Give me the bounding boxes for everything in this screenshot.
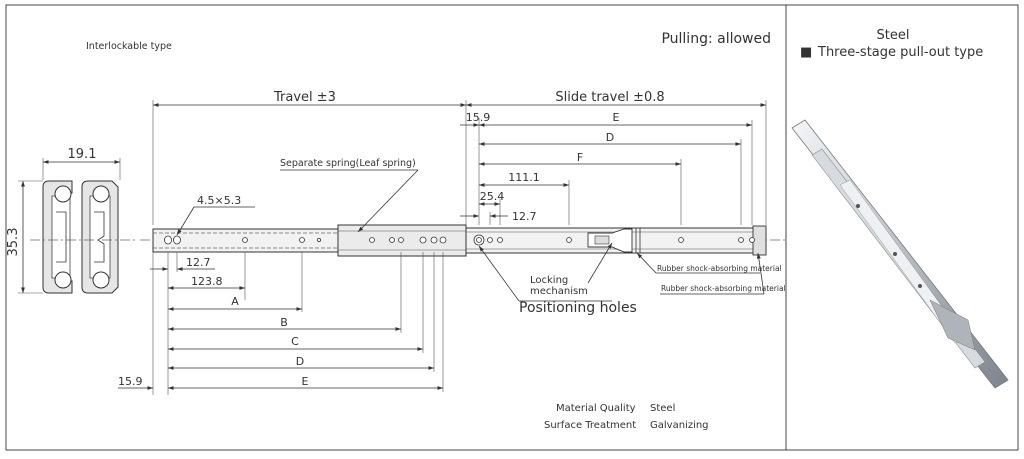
callout-separate-spring: Separate spring(Leaf spring) bbox=[280, 158, 416, 169]
callout-positioning-holes: Positioning holes bbox=[519, 300, 637, 316]
rail-side-view bbox=[140, 224, 785, 257]
dim-15-9-top: 15.9 bbox=[466, 111, 491, 124]
dim-D-bottom: D bbox=[296, 355, 304, 368]
dim-E-top: E bbox=[613, 111, 620, 124]
dim-E-bottom: E bbox=[302, 375, 309, 388]
spec-surface-label: Surface Treatment bbox=[544, 420, 636, 431]
dim-25-4: 25.4 bbox=[480, 190, 505, 203]
dim-123-8: 123.8 bbox=[191, 275, 223, 288]
cross-section: 19.1 35.3 bbox=[6, 147, 135, 294]
dim-D-top: D bbox=[606, 131, 614, 144]
type-square-icon: ■ bbox=[800, 45, 812, 60]
top-dimensions: Travel ±3 Slide travel ±0.8 15.9 E D F 1… bbox=[152, 90, 767, 236]
dim-15-9-bottom: 15.9 bbox=[118, 375, 143, 388]
dim-C: C bbox=[291, 335, 299, 348]
dim-12-7-right: 12.7 bbox=[512, 210, 537, 223]
callout-locking-2: mechanism bbox=[530, 286, 588, 297]
dim-35-3: 35.3 bbox=[6, 228, 21, 257]
dim-19-1: 19.1 bbox=[68, 147, 97, 162]
spec-surface-value: Galvanizing bbox=[650, 420, 709, 431]
slide-rail-image bbox=[791, 119, 1009, 389]
outer-frame bbox=[5, 4, 1019, 451]
callout-locking-1: Locking bbox=[530, 275, 568, 286]
dim-slide-travel: Slide travel ±0.8 bbox=[555, 90, 664, 105]
dim-F: F bbox=[577, 151, 583, 164]
dim-hole-size: 4.5×5.3 bbox=[197, 194, 241, 207]
spec-table: Material Quality Steel Surface Treatment… bbox=[544, 403, 709, 431]
dim-111-1: 111.1 bbox=[508, 171, 540, 184]
bottom-dimensions: 12.7 123.8 A B C D E 15.9 bbox=[118, 252, 444, 395]
spec-material-label: Material Quality bbox=[556, 403, 636, 414]
type-label: Interlockable type bbox=[86, 41, 172, 52]
material-title: Steel bbox=[877, 28, 910, 43]
callout-rubber-2: Rubber shock-absorbing material bbox=[661, 284, 786, 293]
callouts: Separate spring(Leaf spring) Locking mec… bbox=[280, 158, 786, 316]
type-title: Three-stage pull-out type bbox=[817, 45, 983, 60]
dim-travel: Travel ±3 bbox=[273, 90, 336, 105]
pulling-label: Pulling: allowed bbox=[661, 31, 771, 47]
dim-B: B bbox=[280, 316, 288, 329]
spec-material-value: Steel bbox=[650, 403, 675, 414]
dim-12-7-left: 12.7 bbox=[186, 256, 211, 269]
dim-A: A bbox=[231, 295, 239, 308]
callout-rubber-1: Rubber shock-absorbing material bbox=[657, 264, 782, 273]
